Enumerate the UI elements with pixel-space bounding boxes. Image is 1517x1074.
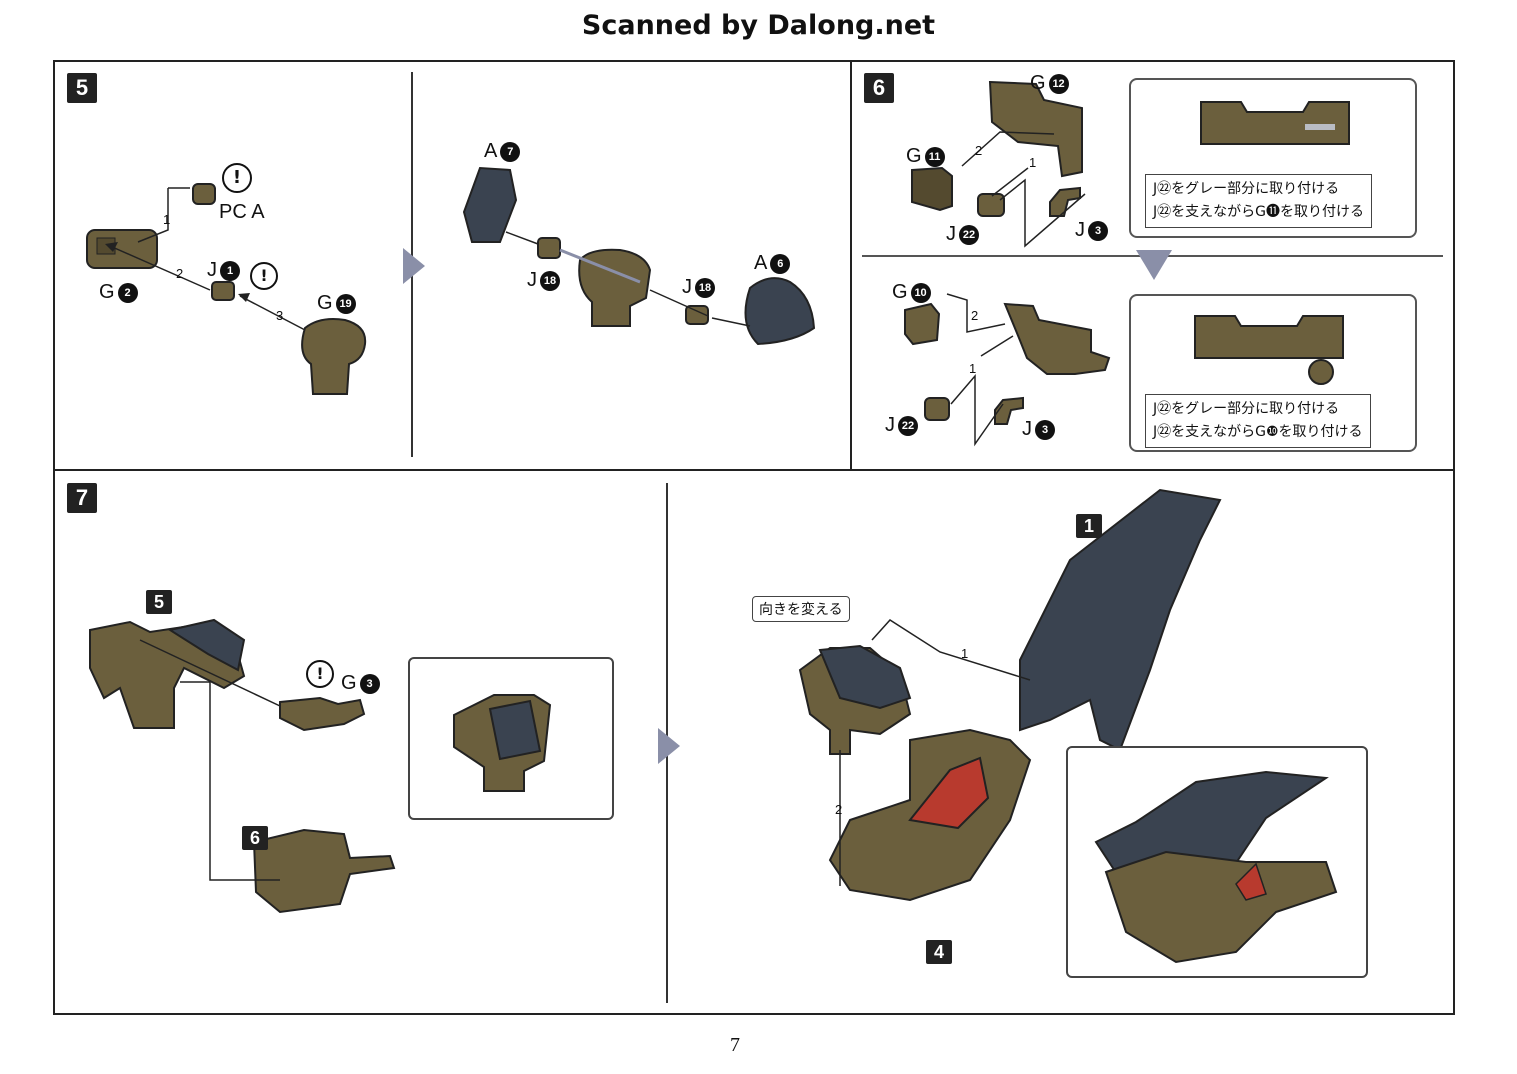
detail-illustration xyxy=(453,694,552,792)
next-step-arrow-icon xyxy=(403,248,425,284)
page-header-title: Scanned by Dalong.net xyxy=(581,10,936,41)
step5-badge: 5 xyxy=(67,73,97,103)
sub-badge-5: 5 xyxy=(146,590,172,614)
step5-hex-1: 1 xyxy=(163,212,171,227)
step7-right-illustration xyxy=(798,488,1222,902)
part-j1 xyxy=(211,281,235,301)
part-j3 xyxy=(1049,186,1081,217)
note-line: J㉒をグレー部分に取り付ける xyxy=(1153,401,1340,417)
step6-top-hex-2: 2 xyxy=(975,143,983,158)
down-arrow-icon xyxy=(1136,250,1172,280)
part-j22 xyxy=(977,193,1005,217)
part-pc-a xyxy=(192,183,216,205)
part-g19 xyxy=(301,318,367,395)
step7-panel xyxy=(53,469,1455,1015)
note-line: J㉒をグレー部分に取り付ける xyxy=(1153,181,1340,197)
step7-result-box xyxy=(1066,746,1368,978)
step6-bottom-note-box: J㉒をグレー部分に取り付ける J㉒を支えながらG❿を取り付ける xyxy=(1129,294,1417,452)
part-g10 xyxy=(904,302,941,346)
next-step-arrow-icon xyxy=(658,728,680,764)
step7-detail-box xyxy=(408,657,614,820)
step6-top-note: J㉒をグレー部分に取り付ける J㉒を支えながらG⓫を取り付ける xyxy=(1145,174,1372,228)
exclamation-icon: ! xyxy=(306,660,334,688)
exclamation-icon: ! xyxy=(250,262,278,290)
step7-hex-2: 2 xyxy=(835,802,843,817)
part-j18-right xyxy=(685,305,709,325)
part-a6 xyxy=(744,277,816,346)
step7-badge: 7 xyxy=(67,483,97,513)
note-line: J㉒を支えながらG❿を取り付ける xyxy=(1153,424,1363,440)
part-j22 xyxy=(924,397,950,421)
sub-badge-4: 4 xyxy=(926,940,952,964)
step5-hex-3: 3 xyxy=(276,308,284,323)
part-assembly-1 xyxy=(1019,488,1222,752)
step5-left-illustration xyxy=(86,183,367,395)
part-g3 xyxy=(279,696,366,732)
part-assembly-6 xyxy=(252,828,396,914)
part-j18-left xyxy=(537,237,561,259)
part-body xyxy=(1003,302,1111,375)
part-a7 xyxy=(462,166,518,243)
rotate-tag: 向きを変える xyxy=(752,596,850,622)
label-pc-a: PC A xyxy=(219,201,265,223)
note-detail-illustration xyxy=(1200,101,1350,145)
step5-right-illustration xyxy=(462,166,816,346)
step6-bottom-illustration xyxy=(904,293,1111,447)
step6-badge: 6 xyxy=(864,73,894,103)
step6-bottom-hex-2: 2 xyxy=(971,308,979,323)
result-illustration xyxy=(1094,770,1338,964)
step5-hex-2: 2 xyxy=(176,266,184,281)
step6-top-illustration xyxy=(911,80,1086,248)
note-detail-illustration xyxy=(1194,315,1344,385)
sub-badge-6: 6 xyxy=(242,826,268,850)
step6-bottom-hex-1: 1 xyxy=(969,361,977,376)
part-g11 xyxy=(911,166,953,212)
part-j3 xyxy=(994,396,1024,425)
step6-top-hex-1: 1 xyxy=(1029,155,1037,170)
part-center-body xyxy=(578,248,652,327)
step6-top-note-box: J㉒をグレー部分に取り付ける J㉒を支えながらG⓫を取り付ける xyxy=(1129,78,1417,238)
exclamation-icon: ! xyxy=(222,163,252,193)
sub-badge-1: 1 xyxy=(1076,514,1102,538)
page-number: 7 xyxy=(730,1034,740,1056)
step7-left-illustration xyxy=(89,618,396,914)
step7-hex-1: 1 xyxy=(961,646,969,661)
note-line: J㉒を支えながらG⓫を取り付ける xyxy=(1153,204,1364,220)
step6-bottom-note: J㉒をグレー部分に取り付ける J㉒を支えながらG❿を取り付ける xyxy=(1145,394,1371,448)
